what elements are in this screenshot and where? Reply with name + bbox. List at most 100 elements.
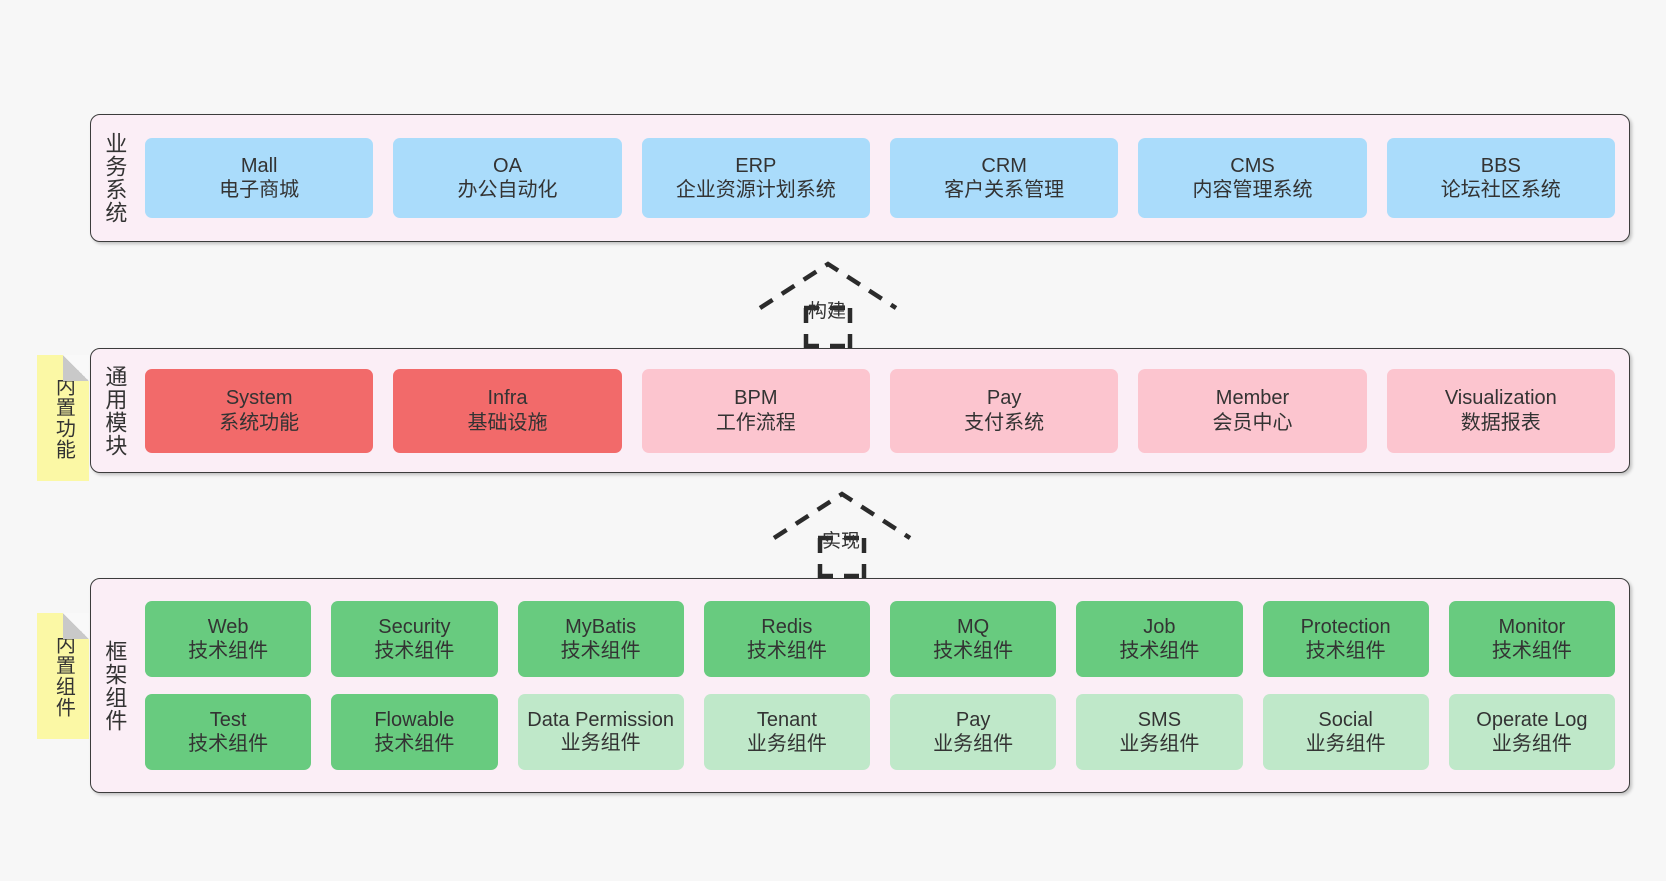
card-subtitle: 内容管理系统 — [1192, 179, 1313, 201]
card-sms[interactable]: SMS 业务组件 — [1076, 694, 1243, 770]
connector-label-build: 构建 — [808, 301, 847, 322]
card-title: Data Permission — [527, 708, 674, 731]
card-system[interactable]: System 系统功能 — [145, 368, 374, 453]
card-subtitle: 技术组件 — [374, 733, 455, 755]
card-subtitle: 技术组件 — [933, 640, 1014, 662]
card-subtitle: 业务组件 — [1305, 733, 1386, 755]
card-title: OA — [493, 154, 522, 177]
card-title: Protection — [1300, 615, 1391, 638]
card-pay-business[interactable]: Pay 业务组件 — [890, 694, 1057, 770]
layer-panel-framework-components: 框架组件 Web 技术组件 Security 技术组件 MyBatis 技术组件… — [90, 578, 1630, 793]
card-title: Member — [1215, 387, 1290, 410]
card-title: Redis — [761, 615, 813, 638]
card-operate-log[interactable]: Operate Log 业务组件 — [1448, 694, 1615, 770]
card-monitor[interactable]: Monitor 技术组件 — [1448, 601, 1615, 677]
card-title: Mall — [240, 154, 278, 177]
generalization-arrow-icon — [758, 261, 898, 349]
card-subtitle: 技术组件 — [188, 733, 269, 755]
card-mall[interactable]: Mall 电子商城 — [145, 138, 374, 218]
card-subtitle: 业务组件 — [933, 733, 1014, 755]
card-title: CRM — [981, 154, 1027, 177]
card-title: Pay — [955, 708, 991, 731]
card-title: MQ — [957, 615, 990, 638]
card-title: BBS — [1480, 154, 1521, 177]
card-job[interactable]: Job 技术组件 — [1076, 601, 1243, 677]
card-test[interactable]: Test 技术组件 — [145, 694, 312, 770]
card-mq[interactable]: MQ 技术组件 — [890, 601, 1057, 677]
layer-body-common-modules: System 系统功能 Infra 基础设施 BPM 工作流程 Pay 支付系统… — [137, 349, 1629, 472]
card-subtitle: 技术组件 — [1491, 640, 1572, 662]
card-title: Tenant — [756, 708, 817, 731]
card-subtitle: 业务组件 — [1119, 733, 1200, 755]
card-web[interactable]: Web 技术组件 — [145, 601, 312, 677]
card-mybatis[interactable]: MyBatis 技术组件 — [517, 601, 684, 677]
card-subtitle: 支付系统 — [964, 411, 1045, 434]
card-row: System 系统功能 Infra 基础设施 BPM 工作流程 Pay 支付系统… — [145, 368, 1615, 453]
card-title: Social — [1318, 708, 1373, 731]
layer-body-framework-components: Web 技术组件 Security 技术组件 MyBatis 技术组件 Redi… — [137, 579, 1629, 792]
card-subtitle: 会员中心 — [1212, 411, 1293, 434]
card-cms[interactable]: CMS 内容管理系统 — [1138, 138, 1367, 218]
connector-label-implement: 实现 — [822, 531, 861, 552]
card-title: Monitor — [1498, 615, 1566, 638]
layer-title-business-systems: 业务系统 — [102, 132, 128, 224]
card-subtitle: 业务组件 — [560, 731, 641, 754]
connector-build: 构建 — [758, 261, 898, 349]
layer-body-business-systems: Mall 电子商城 OA 办公自动化 ERP 企业资源计划系统 CRM 客户关系… — [137, 115, 1629, 241]
card-redis[interactable]: Redis 技术组件 — [703, 601, 870, 677]
card-subtitle: 办公自动化 — [457, 179, 558, 201]
card-subtitle: 技术组件 — [746, 640, 827, 662]
connector-implement: 实现 — [772, 491, 912, 579]
layer-title-framework-components: 框架组件 — [102, 639, 128, 732]
card-subtitle: 技术组件 — [374, 640, 455, 662]
card-title: System — [225, 387, 293, 410]
card-flowable[interactable]: Flowable 技术组件 — [331, 694, 498, 770]
card-bpm[interactable]: BPM 工作流程 — [641, 368, 870, 453]
card-title: Visualization — [1444, 387, 1557, 410]
card-subtitle: 客户关系管理 — [944, 179, 1065, 201]
card-infra[interactable]: Infra 基础设施 — [393, 368, 622, 453]
sticky-note-builtin-features: 内置功能 — [37, 355, 89, 481]
sticky-note-label: 内置功能 — [52, 376, 75, 460]
layer-panel-business-systems: 业务系统 Mall 电子商城 OA 办公自动化 ERP 企业资源计划系统 CRM… — [90, 114, 1630, 242]
card-title: Web — [207, 615, 249, 638]
card-subtitle: 技术组件 — [188, 640, 269, 662]
card-title: CMS — [1230, 154, 1275, 177]
card-tenant[interactable]: Tenant 业务组件 — [703, 694, 870, 770]
card-title: Job — [1143, 615, 1176, 638]
card-visualization[interactable]: Visualization 数据报表 — [1386, 368, 1615, 453]
card-title: MyBatis — [565, 615, 637, 638]
card-title: Infra — [487, 387, 528, 410]
sticky-note-builtin-components: 内置组件 — [37, 613, 89, 739]
card-title: Pay — [986, 387, 1022, 410]
card-subtitle: 论坛社区系统 — [1440, 179, 1561, 201]
card-oa[interactable]: OA 办公自动化 — [393, 138, 622, 218]
card-row: Test 技术组件 Flowable 技术组件 Data Permission … — [145, 694, 1615, 770]
card-bbs[interactable]: BBS 论坛社区系统 — [1386, 138, 1615, 218]
card-crm[interactable]: CRM 客户关系管理 — [889, 138, 1119, 218]
card-subtitle: 业务组件 — [1491, 733, 1572, 755]
generalization-arrow-icon — [772, 491, 912, 579]
card-protection[interactable]: Protection 技术组件 — [1262, 601, 1429, 677]
card-pay[interactable]: Pay 支付系统 — [889, 368, 1119, 453]
card-title: SMS — [1137, 708, 1182, 731]
card-subtitle: 电子商城 — [219, 179, 300, 201]
card-title: BPM — [734, 387, 778, 410]
layer-title-common-modules: 通用模块 — [102, 364, 128, 457]
card-member[interactable]: Member 会员中心 — [1138, 368, 1367, 453]
card-subtitle: 技术组件 — [1305, 640, 1386, 662]
card-subtitle: 数据报表 — [1460, 411, 1541, 434]
sticky-note-label: 内置组件 — [52, 634, 75, 718]
card-subtitle: 技术组件 — [1119, 640, 1200, 662]
card-social[interactable]: Social 业务组件 — [1262, 694, 1429, 770]
card-title: Test — [209, 708, 247, 731]
card-data-permission[interactable]: Data Permission 业务组件 — [517, 694, 684, 770]
card-subtitle: 业务组件 — [746, 733, 827, 755]
card-row: Mall 电子商城 OA 办公自动化 ERP 企业资源计划系统 CRM 客户关系… — [145, 138, 1615, 218]
card-title: Flowable — [374, 708, 455, 731]
card-security[interactable]: Security 技术组件 — [331, 601, 498, 677]
card-subtitle: 系统功能 — [219, 411, 300, 434]
card-erp[interactable]: ERP 企业资源计划系统 — [641, 138, 870, 218]
card-subtitle: 工作流程 — [715, 411, 796, 434]
